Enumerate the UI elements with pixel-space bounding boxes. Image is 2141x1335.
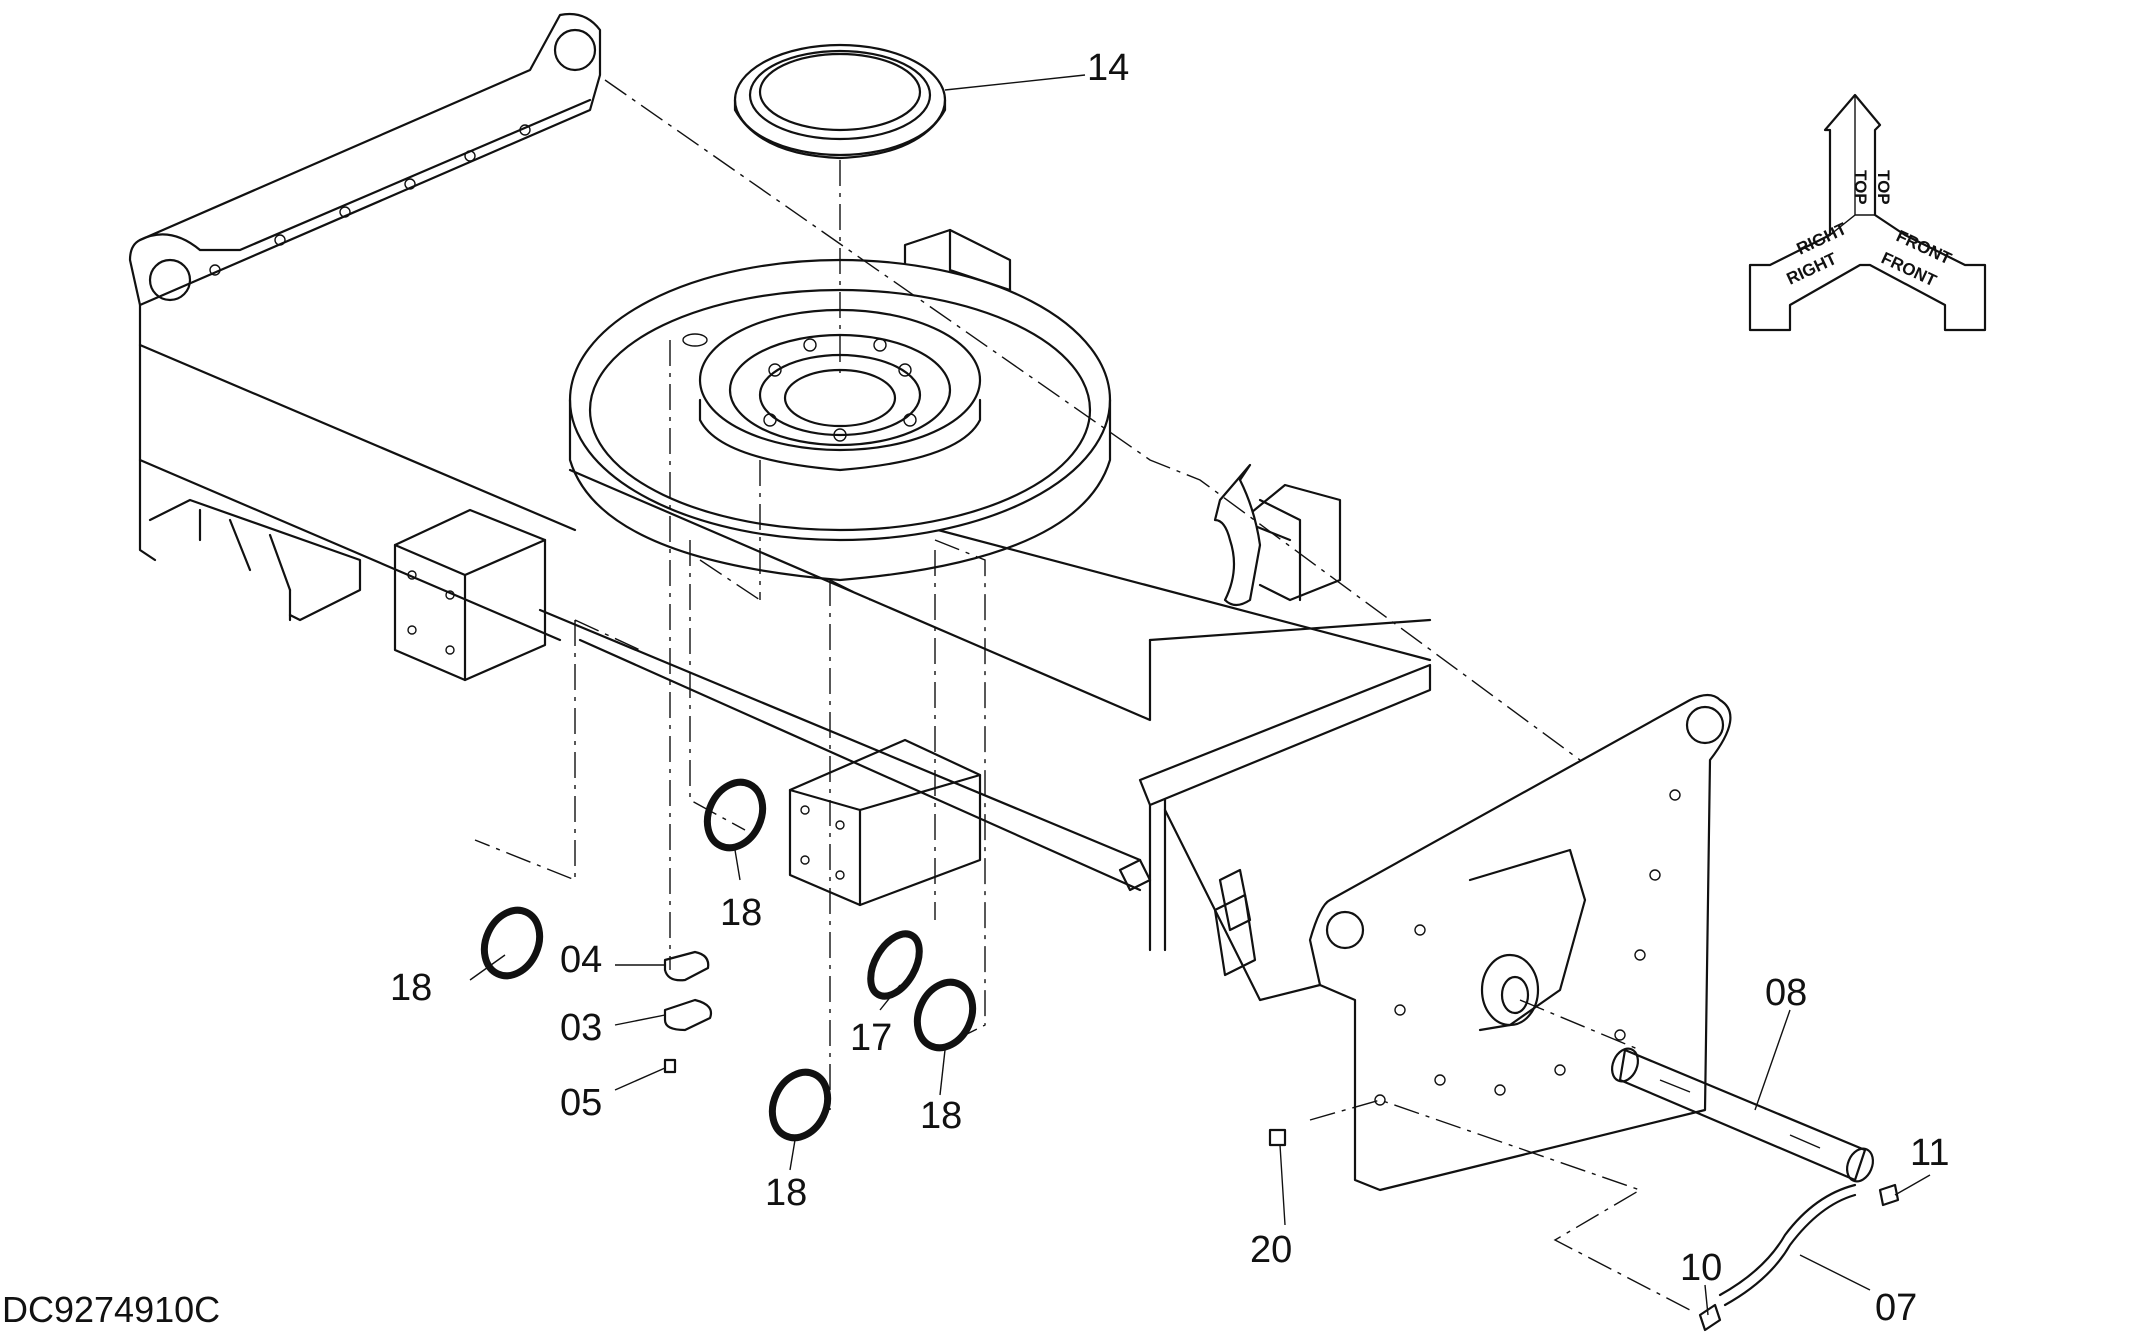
part-18-seals [480, 778, 977, 1142]
drawing-code: DC9274910C [2, 1289, 220, 1330]
callout-17: 17 [850, 1017, 892, 1059]
callout-05: 05 [560, 1082, 602, 1124]
top-label: TOP [1851, 170, 1870, 205]
callout-08: 08 [1765, 972, 1807, 1014]
lower-frame [128, 12, 1732, 1192]
callout-14: 14 [1087, 47, 1129, 89]
callout-20: 20 [1250, 1229, 1292, 1271]
callout-11: 11 [1910, 1132, 1949, 1174]
callout-leaders [469, 74, 1931, 1316]
cover-plate-parts [663, 950, 713, 1074]
swing-bearing-ring [568, 258, 1112, 582]
callout-18-a: 18 [720, 892, 762, 934]
callout-10: 10 [1680, 1247, 1722, 1289]
callout-labels: 14 18 18 18 18 04 03 05 17 08 11 20 10 0… [390, 47, 1949, 1329]
callout-04: 04 [560, 939, 602, 981]
pin-and-hose-parts [1268, 1047, 1900, 1332]
callout-18-c: 18 [920, 1095, 962, 1137]
part-14-seal [733, 43, 947, 160]
callout-18-d: 18 [765, 1172, 807, 1214]
callout-07: 07 [1875, 1287, 1917, 1329]
assembly-center-lines [474, 79, 1691, 1311]
orientation-indicator: TOP TOP RIGHT RIGHT FRONT FRONT [1748, 93, 1987, 332]
callout-18-b: 18 [390, 967, 432, 1009]
callout-03: 03 [560, 1007, 602, 1049]
top-label-shadow: TOP [1874, 170, 1893, 205]
